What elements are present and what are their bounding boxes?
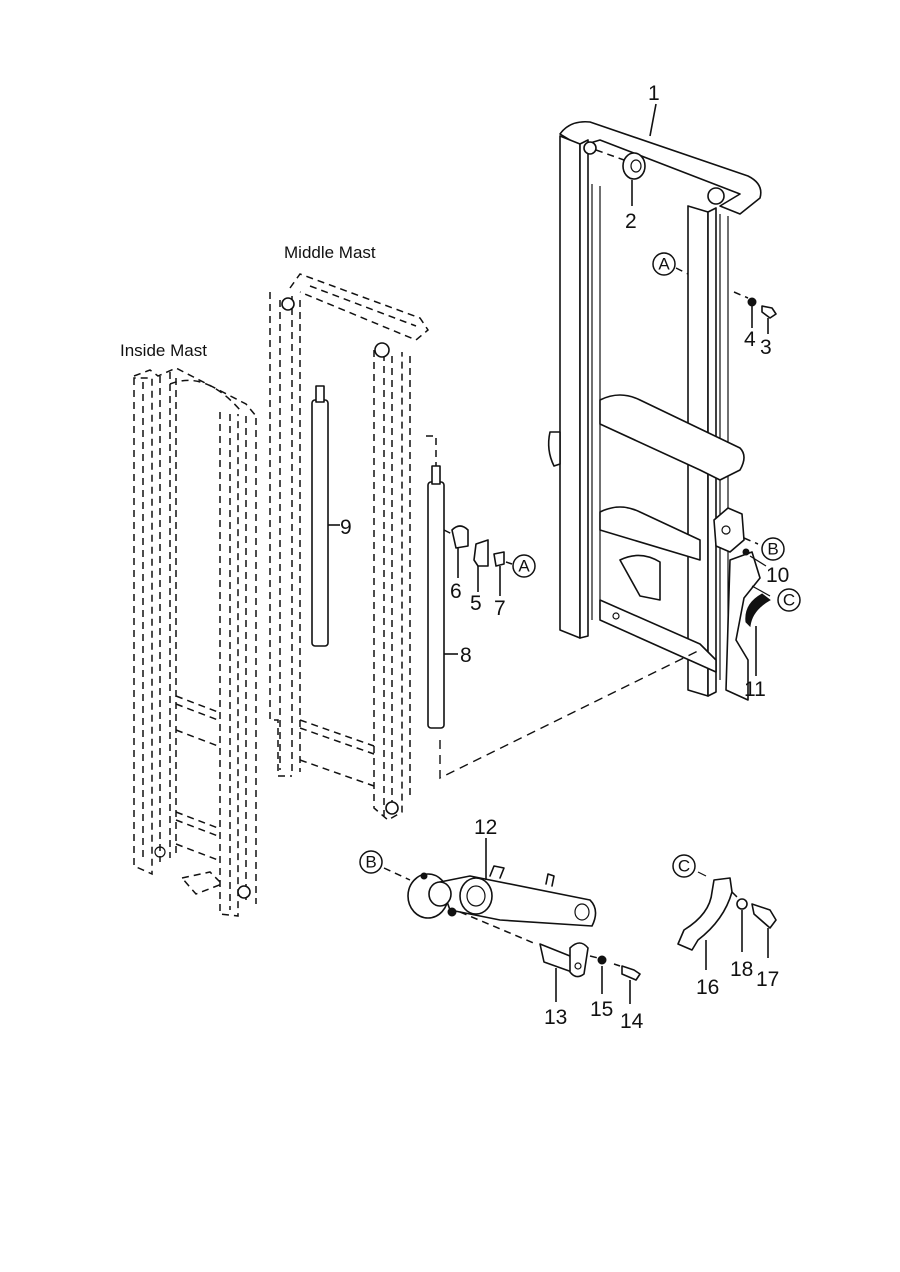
part-label-3: 3 (760, 336, 772, 359)
part-label-17: 17 (756, 968, 779, 991)
parts-10-11 (742, 537, 771, 676)
part-label-11: 11 (744, 678, 766, 701)
part-label-8: 8 (460, 644, 472, 667)
part-label-2: 2 (625, 210, 637, 233)
part-label-7: 7 (494, 597, 506, 620)
part-8-cylinder (426, 435, 701, 780)
svg-text:C: C (678, 857, 690, 876)
parts-5-6-7-brackets (443, 525, 513, 596)
part-label-14: 14 (620, 1010, 644, 1033)
part-label-13: 13 (544, 1006, 567, 1029)
part-1-leader (649, 103, 657, 137)
part-label-1: 1 (648, 82, 660, 105)
svg-text:C: C (783, 591, 795, 610)
part-label-18: 18 (730, 958, 753, 981)
inside-mast-label: Inside Mast (120, 341, 207, 360)
ref-marker-a-outer: A (652, 252, 689, 276)
parts-16-17-18-clamp (677, 871, 777, 970)
part-label-16: 16 (696, 976, 719, 999)
svg-text:A: A (658, 255, 670, 274)
part-12-lift-cylinder (383, 838, 597, 927)
ref-marker-c-outer: C (777, 588, 801, 612)
ref-marker-b-cylinder: B (359, 850, 383, 874)
part-13-pin (459, 911, 589, 1002)
ref-marker-a-bracket: A (512, 554, 536, 578)
ref-marker-c-clamp: C (672, 854, 696, 878)
inside-mast (133, 367, 257, 917)
part-9-cylinder (311, 385, 340, 647)
part-label-9: 9 (340, 516, 352, 539)
ref-marker-b-outer: B (761, 537, 785, 561)
part-label-15: 15 (590, 998, 613, 1021)
part-label-10: 10 (766, 564, 789, 587)
part-label-4: 4 (744, 328, 756, 351)
part-label-5: 5 (470, 592, 482, 615)
svg-text:B: B (767, 540, 778, 559)
part-label-6: 6 (450, 580, 462, 603)
part-2-bearing (595, 149, 646, 206)
middle-mast-label: Middle Mast (284, 243, 376, 262)
middle-mast (269, 273, 429, 821)
part-label-12: 12 (474, 816, 497, 839)
outer-mast (547, 120, 762, 701)
svg-text:A: A (518, 557, 530, 576)
parts-14-15-bolt-nut (589, 955, 641, 1004)
svg-text:B: B (365, 853, 376, 872)
parts-3-4-bolt-washer (733, 291, 777, 334)
